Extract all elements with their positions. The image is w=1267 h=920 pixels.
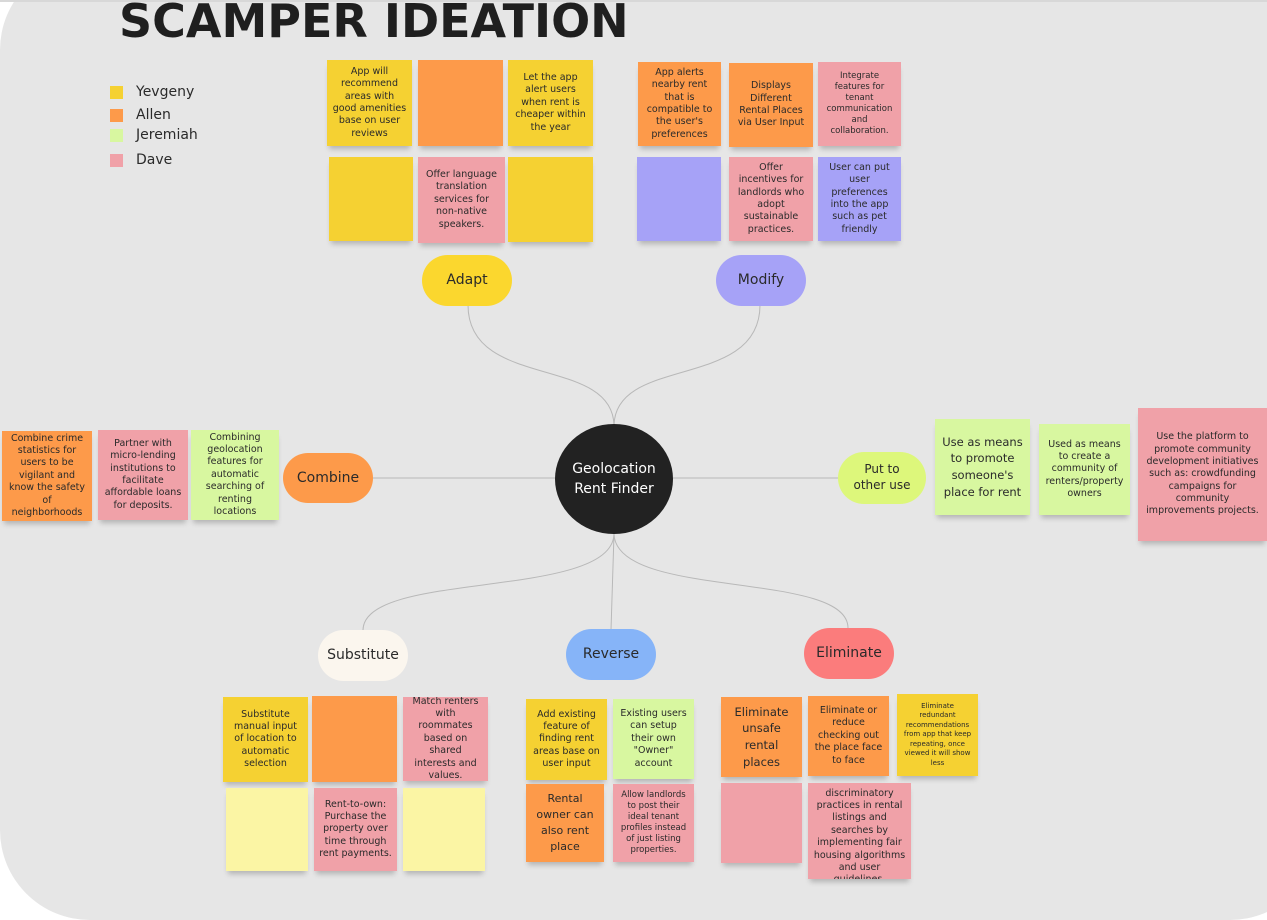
sticky-note[interactable] bbox=[721, 783, 802, 863]
sticky-note[interactable]: Eliminate discriminatory practices in re… bbox=[808, 783, 911, 879]
sticky-note[interactable] bbox=[418, 60, 503, 146]
sticky-note[interactable]: Eliminate or reduce checking out the pla… bbox=[808, 696, 889, 776]
top-edge bbox=[0, 0, 1267, 2]
sticky-note[interactable] bbox=[637, 157, 721, 241]
sticky-note[interactable] bbox=[329, 157, 413, 241]
branch-modify[interactable]: Modify bbox=[716, 255, 806, 306]
branch-reverse[interactable]: Reverse bbox=[566, 629, 656, 680]
sticky-note[interactable] bbox=[312, 696, 397, 782]
branch-adapt[interactable]: Adapt bbox=[422, 255, 512, 306]
connector-modify bbox=[613, 304, 761, 426]
branch-eliminate[interactable]: Eliminate bbox=[804, 628, 894, 679]
legend-label: Dave bbox=[136, 152, 173, 168]
sticky-note[interactable]: Eliminate unsafe rental places bbox=[721, 697, 802, 777]
central-topic-line2: Rent Finder bbox=[574, 481, 654, 497]
sticky-note[interactable]: App will recommend areas with good ameni… bbox=[327, 60, 412, 146]
board-title: SCAMPER IDEATION bbox=[119, 0, 629, 48]
legend-label: Jeremiah bbox=[136, 127, 198, 143]
sticky-note[interactable]: Existing users can setup their own "Owne… bbox=[613, 699, 694, 779]
sticky-note[interactable]: Rental owner can also rent place bbox=[526, 784, 604, 862]
legend-swatch bbox=[110, 153, 123, 167]
legend-swatch bbox=[110, 108, 123, 122]
sticky-note[interactable]: Let the app alert users when rent is che… bbox=[508, 60, 593, 146]
sticky-note[interactable]: App alerts nearby rent that is compatibl… bbox=[638, 62, 721, 146]
sticky-note[interactable] bbox=[508, 157, 593, 242]
sticky-note[interactable]: Integrate features for tenant communicat… bbox=[818, 62, 901, 146]
sticky-note[interactable]: Use the platform to promote community de… bbox=[1138, 408, 1267, 541]
sticky-note[interactable] bbox=[226, 788, 308, 871]
legend-label: Allen bbox=[136, 107, 171, 123]
connector-substitute bbox=[362, 533, 615, 631]
sticky-note[interactable]: Combining geolocation features for autom… bbox=[191, 430, 279, 520]
branch-substitute[interactable]: Substitute bbox=[318, 630, 408, 681]
branch-combine[interactable]: Combine bbox=[283, 453, 373, 503]
legend-swatch bbox=[110, 128, 123, 142]
sticky-note[interactable]: Rent-to-own: Purchase the property over … bbox=[314, 788, 397, 871]
sticky-note[interactable]: Displays Different Rental Places via Use… bbox=[729, 63, 813, 147]
sticky-note[interactable]: Match renters with roommates based on sh… bbox=[403, 697, 488, 781]
sticky-note[interactable]: Substitute manual input of location to a… bbox=[223, 697, 308, 782]
legend-item-jeremiah: Jeremiah bbox=[110, 125, 198, 145]
legend-item-allen: Allen bbox=[110, 105, 171, 125]
legend-label: Yevgeny bbox=[136, 84, 195, 100]
legend-swatch bbox=[110, 85, 123, 99]
legend-item-yevgeny: Yevgeny bbox=[110, 82, 194, 102]
sticky-note[interactable]: Allow landlords to post their ideal tena… bbox=[613, 784, 694, 862]
sticky-note[interactable]: Used as means to create a community of r… bbox=[1039, 424, 1130, 515]
connector-adapt bbox=[467, 304, 615, 426]
central-topic[interactable]: Geolocation Rent Finder bbox=[555, 424, 673, 534]
sticky-note[interactable] bbox=[403, 788, 485, 871]
sticky-note[interactable]: Add existing feature of finding rent are… bbox=[526, 699, 607, 780]
sticky-note[interactable]: User can put user preferences into the a… bbox=[818, 157, 901, 241]
connector-eliminate bbox=[613, 533, 849, 629]
sticky-note[interactable]: Use as means to promote someone's place … bbox=[935, 419, 1030, 515]
legend-item-dave: Dave bbox=[110, 150, 172, 170]
connector-lines bbox=[362, 304, 849, 631]
sticky-note[interactable]: Offer incentives for landlords who adopt… bbox=[729, 157, 813, 241]
sticky-note[interactable]: Partner with micro-lending institutions … bbox=[98, 430, 188, 520]
central-topic-line1: Geolocation bbox=[572, 460, 656, 477]
branch-put-to-other-use[interactable]: Put to other use bbox=[838, 452, 926, 504]
sticky-note[interactable]: Offer language translation services for … bbox=[418, 157, 505, 243]
sticky-note[interactable]: Combine crime statistics for users to be… bbox=[2, 431, 92, 521]
sticky-note[interactable]: Eliminate redundant recommendations from… bbox=[897, 694, 978, 776]
connector-reverse bbox=[610, 533, 615, 631]
